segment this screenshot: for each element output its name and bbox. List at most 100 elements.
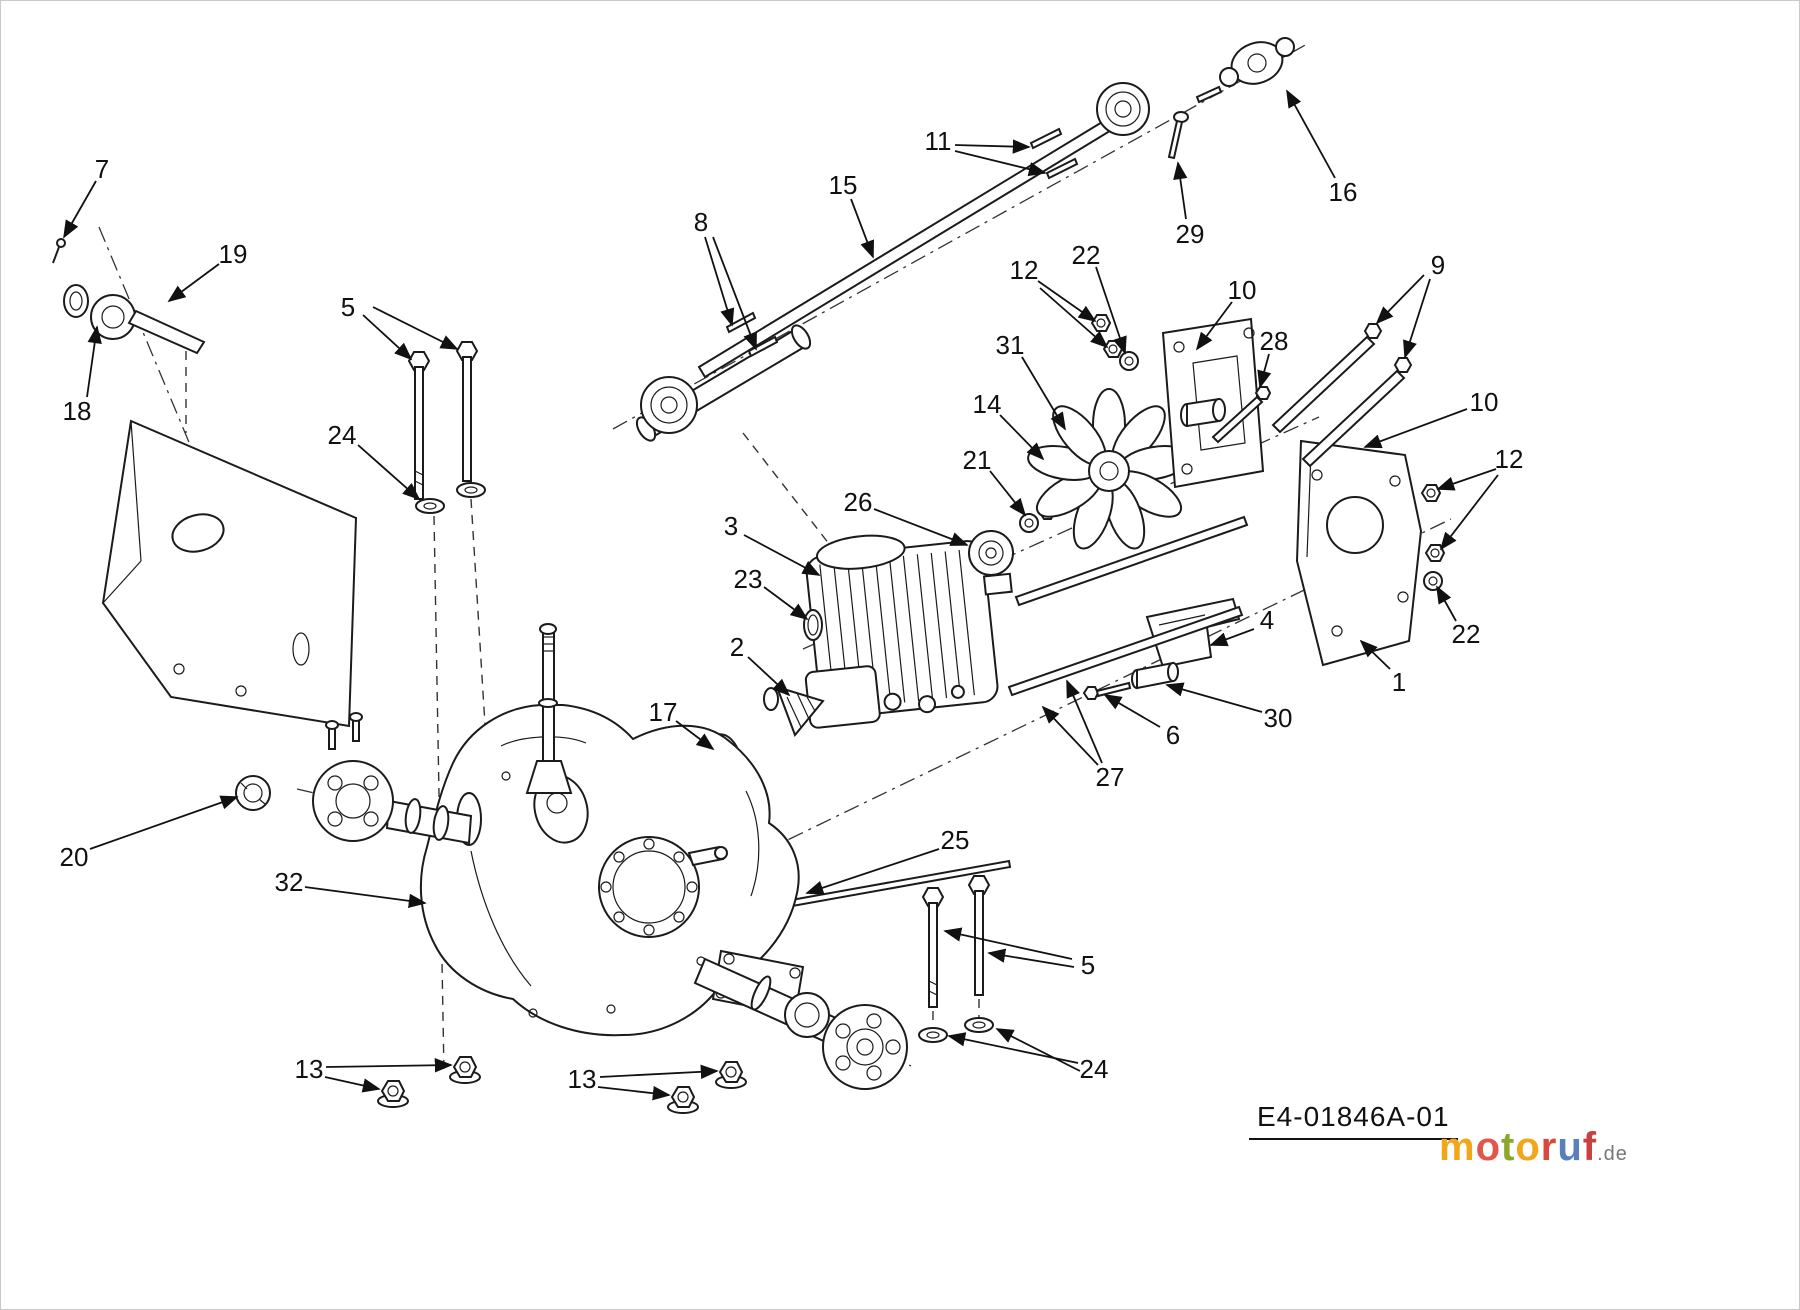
callout-29: 29 [1176, 219, 1205, 249]
wheel-hub-right [822, 1004, 908, 1090]
callout-8: 8 [694, 207, 708, 237]
leader-line-10 [1363, 408, 1468, 449]
left-guard-plate [101, 419, 358, 728]
callout-10: 10 [1470, 387, 1499, 417]
washer-22a [1119, 351, 1139, 371]
cooling-fan [1027, 388, 1191, 550]
leader-line-25 [805, 848, 940, 895]
gasket-23 [803, 609, 823, 641]
drive-shaft-assembly [635, 37, 1295, 442]
callout-32: 32 [275, 867, 304, 897]
leader-line-11 [954, 150, 1047, 177]
watermark-letter: f [1582, 1125, 1598, 1169]
leader-line-30 [1165, 682, 1263, 713]
callout-9: 9 [1431, 250, 1445, 280]
mounting-bolts-bottom [918, 875, 994, 1043]
callout-12: 12 [1495, 444, 1524, 474]
watermark-letter: u [1557, 1125, 1583, 1169]
callout-24: 24 [328, 420, 357, 450]
nut-12b [1102, 340, 1124, 358]
hydrostatic-pump [704, 506, 1056, 785]
leader-line-12 [1039, 287, 1109, 349]
watermark-letter: o [1475, 1125, 1502, 1169]
callout-13: 13 [568, 1064, 597, 1094]
callout-7: 7 [95, 154, 109, 184]
leader-line-8 [712, 236, 757, 351]
watermark-letter: r [1540, 1125, 1558, 1169]
watermark-letter: t [1501, 1125, 1516, 1169]
callout-30: 30 [1264, 703, 1293, 733]
callout-4: 4 [1260, 605, 1274, 635]
leader-line-22 [1436, 585, 1457, 622]
leader-line-15 [850, 198, 874, 259]
input-shaft [542, 628, 555, 762]
lower-axle-hub [693, 949, 908, 1090]
leader-line-5 [943, 927, 1073, 960]
leader-line-12 [1439, 474, 1499, 551]
leader-line-12 [1037, 280, 1097, 323]
upper-left-shaft-assembly [52, 238, 206, 433]
callout-3: 3 [724, 511, 738, 541]
watermark-letter: o [1515, 1125, 1541, 1169]
callout-12: 12 [1010, 255, 1039, 285]
callout-5: 5 [341, 292, 355, 322]
callout-22: 22 [1072, 240, 1101, 270]
watermark-text: motoruf [1439, 1125, 1597, 1169]
cap-nut-20 [235, 775, 271, 811]
rod-27a [1014, 515, 1249, 607]
leader-line-20 [89, 795, 239, 850]
callout-6: 6 [1166, 720, 1180, 750]
leader-line-1 [1359, 639, 1391, 670]
callout-2: 2 [730, 632, 744, 662]
leader-line-13 [324, 1076, 381, 1093]
callout-22: 22 [1452, 619, 1481, 649]
drawing-number: E4-01846A-01 [1249, 1101, 1458, 1140]
leader-line-24 [947, 1032, 1079, 1064]
leader-line-27 [1041, 705, 1099, 766]
callout-24: 24 [1080, 1054, 1109, 1084]
bolt-6 [1082, 686, 1100, 700]
washer-21 [1019, 513, 1039, 533]
leader-line-28 [1257, 353, 1272, 389]
watermark-suffix: .de [1597, 1143, 1628, 1165]
leader-line-10 [1195, 301, 1233, 351]
callout-11: 11 [925, 126, 952, 156]
leader-line-18 [86, 325, 102, 398]
watermark-letter: m [1439, 1125, 1476, 1169]
leader-line-12 [1436, 468, 1497, 491]
leader-line-23 [763, 586, 809, 621]
leader-line-8 [704, 236, 735, 327]
leader-line-7 [63, 180, 97, 239]
washer-22b [1423, 571, 1443, 591]
leader-line-27 [1066, 679, 1103, 764]
callout-15: 15 [829, 170, 858, 200]
leader-line-22 [1095, 266, 1127, 355]
leader-line-4 [1209, 628, 1255, 647]
right-mount-plate [1090, 314, 1446, 667]
leader-line-24 [995, 1028, 1081, 1072]
callout-13: 13 [295, 1054, 324, 1084]
transaxle-housing [419, 623, 800, 1037]
callout-26: 26 [844, 487, 873, 517]
leader-line-9 [1403, 278, 1431, 359]
callout-31: 31 [996, 330, 1025, 360]
mounting-bolts-top [407, 341, 488, 1074]
support-parts [764, 515, 1249, 912]
rod-27b [1007, 605, 1244, 697]
watermark: motoruf.de [1439, 1125, 1628, 1170]
leader-line-26 [873, 508, 969, 546]
wheel-hub-left [312, 760, 394, 842]
callout-17: 17 [649, 697, 678, 727]
callout-28: 28 [1260, 326, 1289, 356]
leader-line-9 [1375, 274, 1425, 325]
leader-line-21 [989, 470, 1027, 517]
leader-line-14 [999, 414, 1045, 461]
coupling-26 [968, 530, 1014, 576]
leader-line-31 [1021, 356, 1066, 431]
nut-12c [1420, 484, 1442, 502]
callout-27: 27 [1096, 762, 1125, 792]
callout-18: 18 [63, 396, 92, 426]
leader-line-5 [362, 314, 413, 361]
